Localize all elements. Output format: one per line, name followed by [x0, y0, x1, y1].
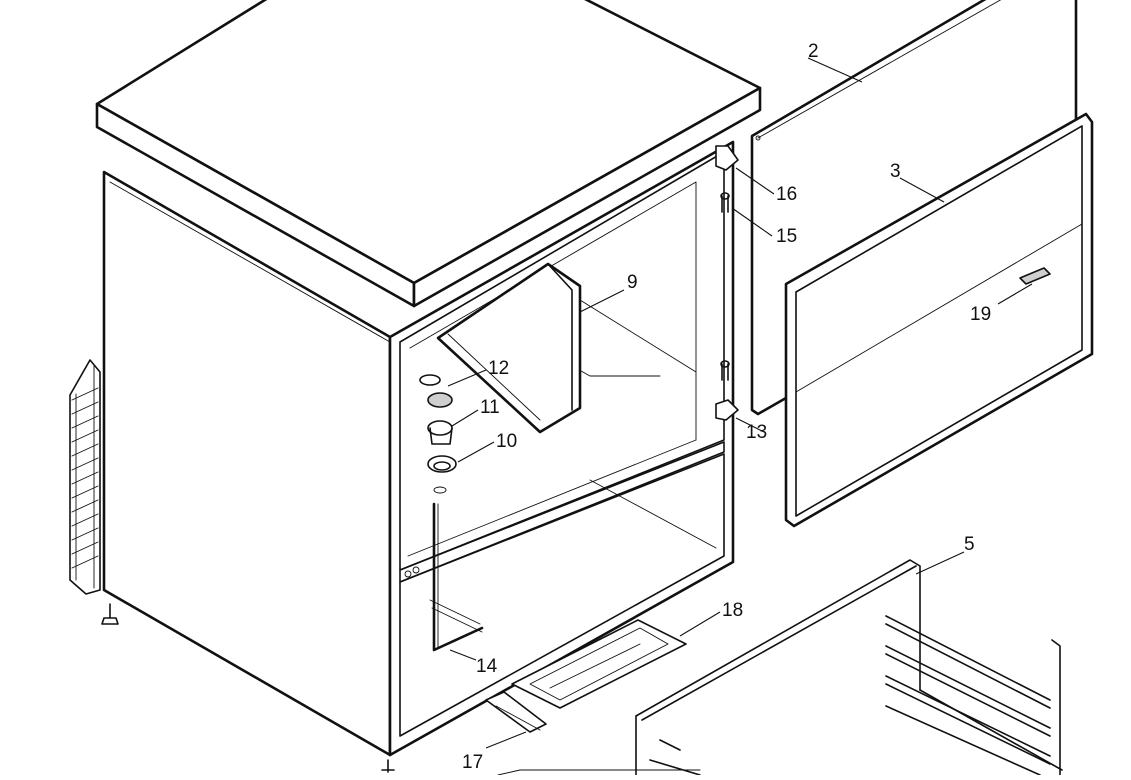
worktop-lid — [95, 0, 762, 308]
callout-5: 5 — [964, 534, 975, 555]
callout-15: 15 — [776, 226, 797, 247]
callout-labels: 2 3 5 9 10 11 12 13 14 15 16 17 18 19 — [462, 41, 991, 773]
wire-shelf — [497, 559, 1063, 776]
cabinet-body — [101, 140, 735, 773]
callout-2: 2 — [808, 41, 819, 62]
door-gasket — [784, 112, 1094, 528]
callout-3: 3 — [890, 161, 901, 182]
callout-11: 11 — [480, 397, 500, 418]
callout-16: 16 — [776, 184, 797, 205]
evaporator-cover — [436, 262, 582, 434]
condenser-coil — [69, 359, 101, 595]
hinge-parts — [715, 145, 739, 421]
callout-10: 10 — [496, 431, 517, 452]
callout-13: 13 — [746, 422, 767, 443]
callout-19: 19 — [970, 304, 991, 325]
leader-lines — [447, 57, 1033, 749]
drain-fittings — [419, 374, 484, 652]
support-rail — [485, 691, 547, 733]
callout-17: 17 — [462, 752, 483, 773]
callout-18: 18 — [722, 600, 743, 621]
callout-9: 9 — [627, 272, 638, 293]
drip-tray — [511, 619, 687, 709]
callout-12: 12 — [488, 358, 509, 379]
callout-14: 14 — [476, 656, 498, 677]
